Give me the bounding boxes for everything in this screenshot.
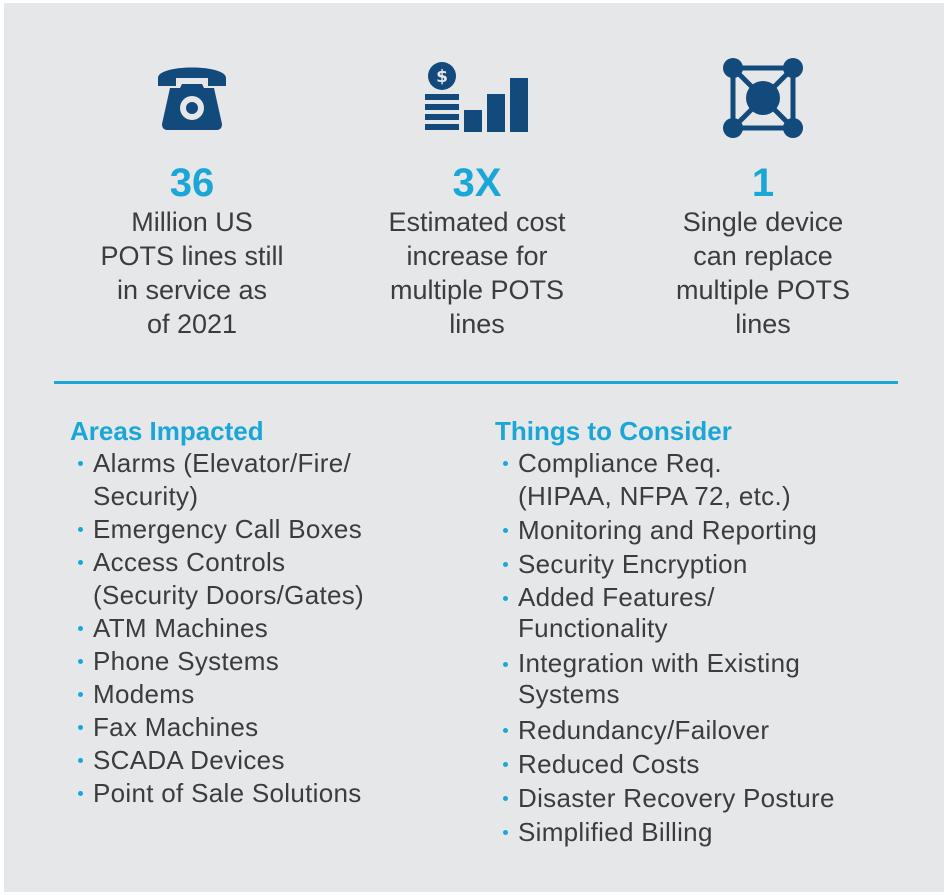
bullet-dot-icon [78, 461, 83, 466]
bullet-dot-icon [78, 692, 83, 697]
stat-cost-increase: $ 3X Estimated cost increase for multipl… [352, 53, 602, 341]
list-item: Phone Systems [70, 645, 460, 678]
things-to-consider-section: Things to Consider Compliance Req.(HIPAA… [495, 415, 915, 850]
list-item: Security Encryption [495, 548, 915, 581]
section-divider [54, 381, 898, 384]
things-to-consider-heading: Things to Consider [495, 416, 732, 446]
bullet-dot-icon [503, 528, 508, 533]
list-item: Point of Sale Solutions [70, 777, 460, 810]
bullet-dot-icon [503, 662, 508, 667]
list-item: Access Controls(Security Doors/Gates) [70, 546, 460, 612]
bullet-dot-icon [503, 562, 508, 567]
bullet-dot-icon [78, 659, 83, 664]
list-item: Reduced Costs [495, 748, 915, 781]
stat-single-device: 1 Single device can replace multiple POT… [638, 53, 888, 341]
bullet-dot-icon [503, 461, 508, 466]
areas-impacted-list: Alarms (Elevator/Fire/Security) Emergenc… [70, 447, 460, 810]
things-to-consider-list: Compliance Req.(HIPAA, NFPA 72, etc.) Mo… [495, 447, 915, 849]
list-item: Emergency Call Boxes [70, 513, 460, 546]
bullet-dot-icon [503, 762, 508, 767]
areas-impacted-heading: Areas Impacted [70, 416, 264, 446]
list-item: Simplified Billing [495, 816, 915, 849]
bullet-dot-icon [503, 728, 508, 733]
list-item: Redundancy/Failover [495, 714, 915, 747]
list-item: Modems [70, 678, 460, 711]
stat-value: 1 [751, 161, 775, 205]
list-item: Disaster Recovery Posture [495, 782, 915, 815]
stat-description: Estimated cost increase for multiple POT… [388, 207, 566, 339]
list-item: Compliance Req.(HIPAA, NFPA 72, etc.) [495, 447, 915, 513]
bullet-dot-icon [78, 758, 83, 763]
list-item: SCADA Devices [70, 744, 460, 777]
bullet-dot-icon [503, 596, 508, 601]
bullet-dot-icon [78, 560, 83, 565]
stat-value: 3X [452, 161, 502, 205]
list-item: Alarms (Elevator/Fire/Security) [70, 447, 460, 513]
bullet-dot-icon [78, 791, 83, 796]
stat-pots-lines: 36 Million US POTS lines still in servic… [67, 53, 317, 341]
list-item: Fax Machines [70, 711, 460, 744]
infographic-panel: 36 Million US POTS lines still in servic… [4, 3, 944, 892]
network-device-icon [638, 53, 888, 143]
list-item: Added Features/Functionality [495, 582, 915, 644]
bullet-dot-icon [78, 626, 83, 631]
bullet-dot-icon [503, 830, 508, 835]
stat-description: Single device can replace multiple POTS … [675, 207, 851, 339]
bullet-dot-icon [78, 725, 83, 730]
stat-value: 36 [169, 161, 215, 205]
list-item: Monitoring and Reporting [495, 514, 915, 547]
svg-text:$: $ [436, 67, 448, 87]
stat-description: Million US POTS lines still in service a… [100, 207, 284, 339]
telephone-icon [67, 53, 317, 143]
list-item: ATM Machines [70, 612, 460, 645]
bullet-dot-icon [78, 527, 83, 532]
areas-impacted-section: Areas Impacted Alarms (Elevator/Fire/Sec… [70, 415, 460, 810]
cost-bar-chart-icon: $ [352, 53, 602, 143]
bullet-dot-icon [503, 796, 508, 801]
